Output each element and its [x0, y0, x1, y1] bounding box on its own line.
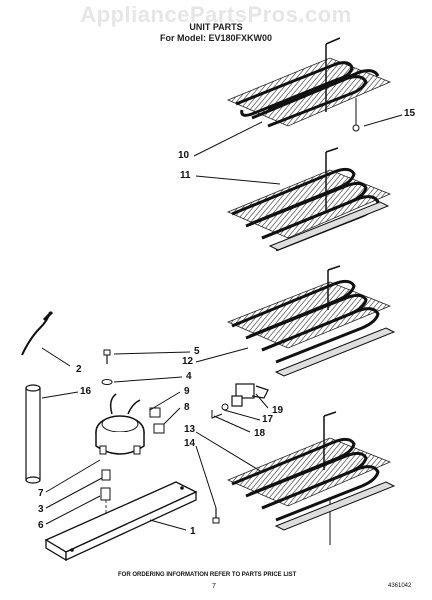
callout-19: 19	[272, 405, 284, 416]
callout-12: 12	[182, 356, 194, 367]
callout-6: 6	[38, 520, 44, 531]
callout-8: 8	[184, 402, 190, 413]
callout-7: 7	[38, 488, 44, 499]
callout-5: 5	[194, 346, 200, 357]
thermostat-capillary	[21, 310, 54, 356]
callout-9: 9	[184, 386, 190, 397]
mounting-hardware	[100, 349, 113, 528]
callout-16: 16	[80, 386, 92, 397]
callout-14: 14	[184, 438, 196, 449]
start-relay	[153, 423, 165, 434]
leader-lines	[41, 114, 403, 531]
compressor-base-plate	[44, 481, 198, 562]
overload-protector	[149, 407, 161, 418]
base-screw	[212, 508, 220, 524]
defrost-clip	[231, 383, 269, 407]
callout-10: 10	[178, 150, 190, 161]
callout-2: 2	[76, 364, 82, 375]
evaporator-grid-second	[226, 147, 392, 252]
sensor-bulb	[221, 403, 229, 411]
diagram-title: UNIT PARTS	[189, 22, 243, 32]
callout-4: 4	[186, 371, 192, 382]
doc-number: 4361042	[388, 583, 412, 589]
watermark: AppliancePartsPros.com	[80, 2, 352, 27]
model-line: For Model: EV180FXKW00	[159, 33, 273, 43]
page-number: 7	[212, 583, 216, 590]
callout-15: 15	[404, 108, 416, 119]
drain-tube	[25, 384, 41, 484]
evaporator-grid-upper	[226, 37, 392, 132]
callout-17: 17	[262, 414, 274, 425]
callout-18: 18	[254, 428, 266, 439]
sensor-wire	[211, 410, 223, 419]
callout-11: 11	[180, 170, 191, 181]
callout-13: 13	[184, 424, 196, 435]
evaporator-grid-lower	[226, 411, 396, 545]
callout-1: 1	[190, 526, 196, 537]
compressor	[95, 393, 145, 455]
evaporator-grid-third	[226, 265, 396, 377]
callout-3: 3	[38, 504, 44, 515]
ordering-note: FOR ORDERING INFORMATION REFER TO PARTS …	[118, 572, 297, 578]
